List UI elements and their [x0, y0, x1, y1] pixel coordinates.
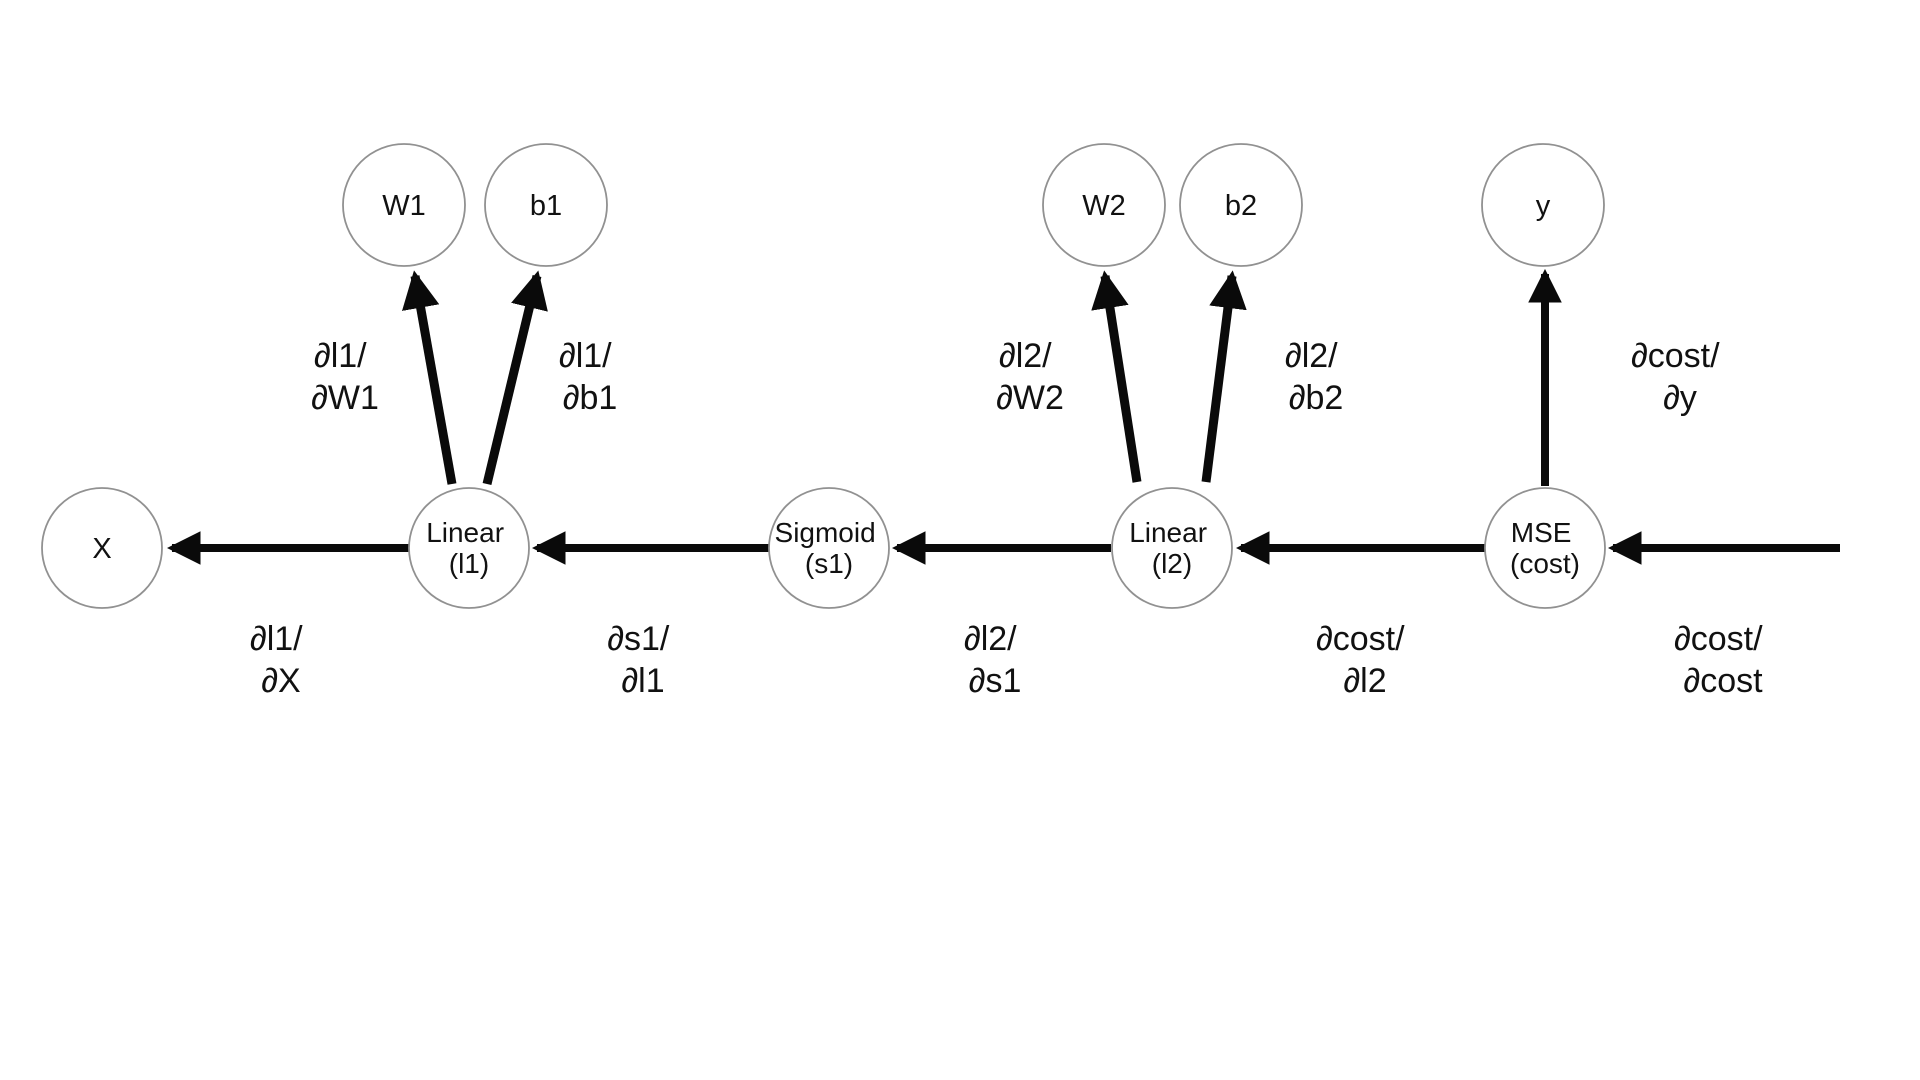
- node-w2-label: W2: [1082, 190, 1126, 222]
- node-l2-circle: [1111, 487, 1233, 609]
- node-b1: b1: [484, 143, 608, 267]
- node-cost-circle: [1484, 487, 1606, 609]
- node-s1-circle: [768, 487, 890, 609]
- node-l1-label: Linear (l1): [426, 517, 512, 579]
- node-y: y: [1481, 143, 1605, 267]
- node-b1-label: b1: [530, 190, 562, 222]
- node-linear-l1: Linear (l1): [408, 487, 530, 609]
- edge-label-dl2-ds1: ∂l2/ ∂s1: [964, 620, 1026, 700]
- edge-label-dl1-db1: ∂l1/ ∂b1: [559, 337, 621, 417]
- node-sigmoid-s1: Sigmoid (s1): [768, 487, 890, 609]
- edge-labels: ∂l1/ ∂W1 ∂l1/ ∂b1 ∂l2/ ∂W2 ∂l2/ ∂b2 ∂cos…: [250, 337, 1772, 700]
- edge-label-dcost-dy: ∂cost/ ∂y: [1631, 337, 1729, 417]
- edge-l2-to-b2-arrow: [1201, 270, 1247, 483]
- node-y-circle: [1481, 143, 1605, 267]
- node-w1-circle: [342, 143, 466, 267]
- edge-label-dl1-dx: ∂l1/ ∂X: [250, 620, 312, 700]
- node-x-label: X: [92, 533, 111, 565]
- node-w2-circle: [1042, 143, 1166, 267]
- node-x-circle: [41, 487, 163, 609]
- edge-label-dl2-dw2: ∂l2/ ∂W2: [996, 337, 1064, 417]
- node-cost-label: MSE (cost): [1510, 517, 1580, 579]
- edge-label-dl1-dw1: ∂l1/ ∂W1: [311, 337, 379, 417]
- node-mse-cost: MSE (cost): [1484, 487, 1606, 609]
- node-w1-label: W1: [382, 190, 426, 222]
- node-l2-label: Linear (l2): [1129, 517, 1215, 579]
- node-b2-label: b2: [1225, 190, 1257, 222]
- node-x: X: [41, 487, 163, 609]
- node-b2: b2: [1179, 143, 1303, 267]
- edges: [166, 268, 1840, 565]
- edge-l1-to-b1-arrow: [482, 270, 548, 486]
- node-b1-circle: [484, 143, 608, 267]
- node-linear-l2: Linear (l2): [1111, 487, 1233, 609]
- nodes: X Linear (l1) Sigmoid (s1) Linear (l2): [41, 143, 1606, 609]
- node-w2: W2: [1042, 143, 1166, 267]
- node-y-label: y: [1536, 190, 1551, 222]
- edge-label-ds1-dl1: ∂s1/ ∂l1: [607, 620, 679, 700]
- node-w1: W1: [342, 143, 466, 267]
- node-s1-label: Sigmoid (s1): [775, 517, 884, 579]
- edge-label-dcost-dl2: ∂cost/ ∂l2: [1316, 620, 1414, 700]
- edge-label-dcost-dcost: ∂cost/ ∂cost: [1674, 620, 1772, 700]
- edge-label-dl2-db2: ∂l2/ ∂b2: [1285, 337, 1347, 417]
- edge-l1-to-w1-arrow: [402, 270, 457, 485]
- node-b2-circle: [1179, 143, 1303, 267]
- node-l1-circle: [408, 487, 530, 609]
- edge-l2-to-w2-arrow: [1091, 270, 1142, 483]
